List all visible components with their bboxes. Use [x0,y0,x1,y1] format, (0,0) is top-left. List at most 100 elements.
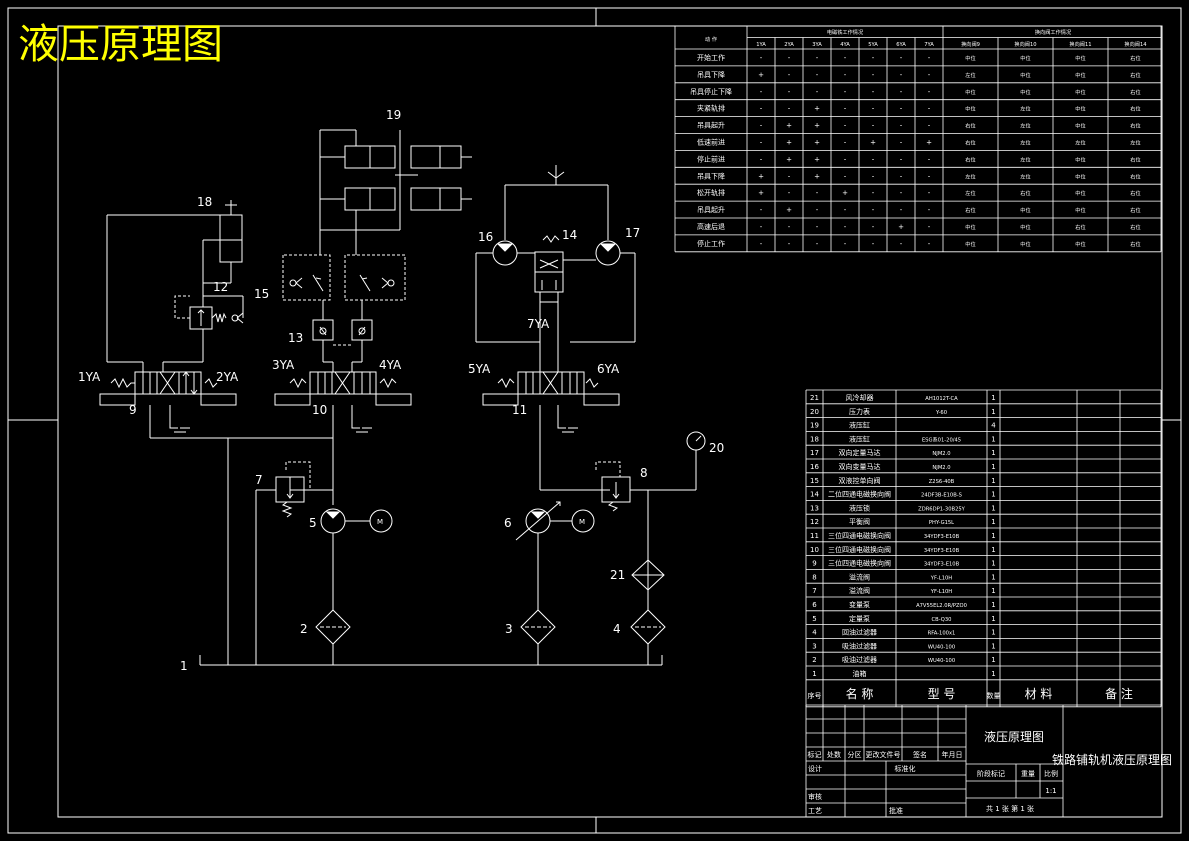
table-cell-solenoid: - [900,206,903,214]
drawing-title: 液压原理图 [18,20,223,68]
table-cell-solenoid: - [816,223,819,231]
title-drawing-name: 液压原理图 [984,729,1044,744]
table-row-action: 吊具下降 [697,70,725,79]
parts-row-model: AH1012T-CA [925,396,958,402]
parts-row-qty: 1 [991,491,995,499]
table-cell-solenoid: - [928,105,931,113]
parts-header-no: 序号 [808,691,822,700]
parts-row-name: 吸油过滤器 [842,655,877,664]
table-cell-valve: 中位 [1020,223,1030,231]
title-check: 审核 [808,792,822,801]
parts-row-qty: 1 [991,504,995,512]
title-scale-label: 比例 [1044,769,1058,778]
table-cell-valve: 右位 [1130,105,1140,113]
table-cell-solenoid: - [900,105,903,113]
table-row-action: 低速前进 [697,138,725,147]
table-cell-solenoid: - [872,206,875,214]
table-cell-valve: 中位 [965,88,975,96]
parts-row-qty: 1 [991,463,995,471]
parts-row-name: 油箱 [853,669,867,678]
parts-row-model: ESG系01-20/45 [922,435,961,443]
parts-row-qty: 4 [991,422,996,430]
parts-row-no: 3 [812,642,816,650]
parts-row-name: 吸油过滤器 [842,641,877,650]
table-row-action: 吊具下降 [697,171,725,180]
table-cell-solenoid: - [844,54,847,62]
title-design: 设计 [808,764,822,773]
label-3ya: 3YA [272,358,295,372]
parts-header-note: 备 注 [1105,686,1133,701]
table-cell-solenoid: + [814,122,820,130]
table-cell-valve: 左位 [1020,155,1030,163]
parts-row-model: YF-L10H [930,589,953,595]
table-cell-valve: 中位 [1075,88,1085,96]
label-n7: 7 [255,473,263,487]
table-cell-solenoid: - [872,223,875,231]
table-header-valve: 换向阀9 [961,40,980,48]
table-cell-solenoid: - [788,105,791,113]
table-cell-valve: 中位 [1075,105,1085,113]
parts-row-qty: 1 [991,573,995,581]
table-cell-valve: 中位 [1075,54,1085,62]
parts-row-qty: 1 [991,394,995,402]
table-cell-solenoid: - [900,155,903,163]
parts-row-model: NJM2.0 [932,465,950,471]
parts-row-no: 10 [810,546,819,554]
table-cell-solenoid: - [872,189,875,197]
label-n3: 3 [505,622,513,636]
table-cell-valve: 右位 [1130,88,1140,96]
parts-row-qty: 1 [991,449,995,457]
parts-row-name: 三位四通电磁换向阀 [828,531,891,540]
table-cell-valve: 中位 [1075,122,1085,130]
table-cell-solenoid: - [760,105,763,113]
table-cell-solenoid: + [758,71,764,79]
parts-row-name: 回油过滤器 [842,628,877,637]
label-n5: 5 [309,516,317,530]
parts-row-qty: 1 [991,587,995,595]
label-n15: 15 [254,287,269,301]
parts-row-no: 1 [812,670,816,678]
parts-row-model: YF-L10H [930,575,953,581]
parts-row-name: 溢流阀 [849,586,870,595]
label-n1: 1 [180,659,188,673]
parts-row-model: 34YDF3-E10B [924,562,960,568]
title-rev-header: 签名 [913,750,927,759]
parts-row-qty: 1 [991,546,995,554]
label-n9: 9 [129,403,137,417]
label-n13: 13 [288,331,303,345]
table-cell-solenoid: - [760,88,763,96]
table-cell-solenoid: + [758,189,764,197]
parts-row-model: NJM2.0 [932,451,950,457]
table-header-valve-group: 换向阀工作情况 [1035,28,1072,36]
table-header-valve: 换向阀11 [1069,40,1091,48]
table-cell-solenoid: - [872,105,875,113]
table-cell-solenoid: - [928,206,931,214]
table-cell-valve: 左位 [1020,139,1030,147]
table-cell-solenoid: - [844,88,847,96]
table-cell-solenoid: - [872,172,875,180]
label-n12: 12 [213,280,228,294]
label-n16: 16 [478,230,493,244]
table-cell-solenoid: - [788,189,791,197]
table-cell-valve: 中位 [1075,71,1085,79]
table-header-solenoid: 7YA [924,42,934,48]
parts-row-name: 三位四通电磁换向阀 [828,559,891,568]
table-cell-valve: 中位 [1075,189,1085,197]
table-cell-valve: 左位 [965,71,975,79]
table-cell-solenoid: + [814,172,820,180]
title-weight: 重量 [1021,770,1035,778]
parts-row-no: 11 [810,532,819,540]
title-rev-header: 更改文件号 [866,750,901,759]
parts-row-name: 溢流阀 [849,572,870,581]
parts-row-no: 14 [810,491,819,499]
table-cell-solenoid: - [844,172,847,180]
parts-row-model: CB-Q30 [932,617,952,623]
parts-row-name: 双向变量马达 [839,462,881,471]
table-cell-solenoid: - [900,139,903,147]
parts-row-model: 34YDF3-E10B [924,534,960,540]
parts-row-no: 9 [812,560,816,568]
title-rev-header: 标记 [808,750,822,759]
label-2ya: 2YA [216,370,239,384]
parts-row-no: 8 [812,573,816,581]
